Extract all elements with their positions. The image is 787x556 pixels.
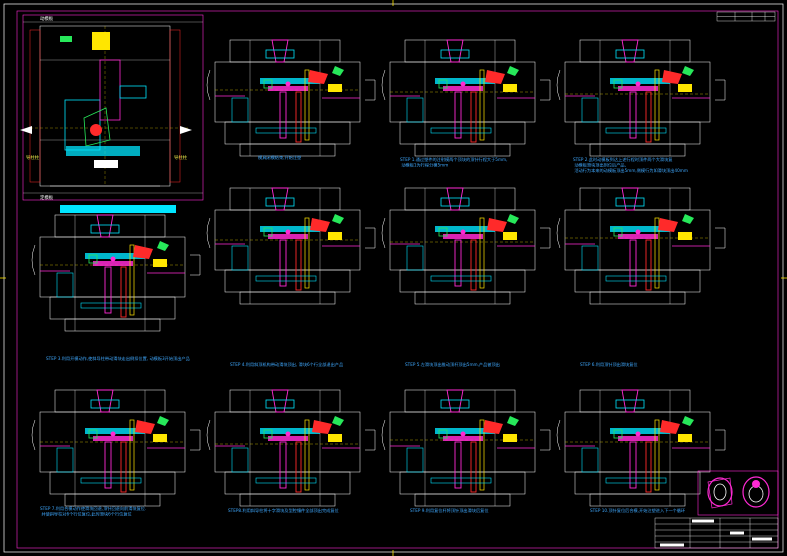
overview-bottom-label: 定模板 <box>40 194 54 201</box>
step-caption: STEP 3.利用开模动作,使斜导柱带动滑块走出倒扣位置, 动模板3开始顶出产品 <box>46 355 190 362</box>
overview-left-side-label: 导柱柱 <box>26 154 40 161</box>
part-3d-view-right <box>742 476 770 508</box>
mold-section-view <box>206 187 376 305</box>
top-title-strip <box>716 11 776 22</box>
inner-frame <box>16 10 779 549</box>
mold-section-view <box>206 39 376 157</box>
part-3d-view-left <box>707 477 733 509</box>
mold-section-view <box>381 39 551 157</box>
step-caption: STEP 5.左滑块顶出推动顶杆顶出5mm,产品被顶出 <box>405 361 500 368</box>
mold-section-view <box>556 39 726 157</box>
step-caption: STEP 6.利用顶针顶出滑块复位 <box>580 361 638 368</box>
overview-top-label: 动模板 <box>40 15 54 22</box>
mold-section-view <box>206 389 376 507</box>
step-caption: STEP 4.利用斜顶机构带动滑块顶出, 滑块6个行全部退出产品 <box>230 361 343 368</box>
step-caption: STEP 1.通过塑件的注射模两个顶块的顶针行程大于5mm, 动模板1为行程分模… <box>400 156 507 169</box>
title-block <box>654 517 779 549</box>
mold-section-view <box>381 389 551 507</box>
mold-section-view <box>381 187 551 305</box>
mold-section-view <box>556 389 726 507</box>
step-captions: 模具闭模结束,开始注塑 STEP 1.通过塑件的注射模两个顶块的顶针行程大于5m… <box>40 154 688 518</box>
step-caption: STEP8.利用斜导柱将十字滑块及型腔镶件全部顶出完成复位 <box>228 507 339 514</box>
step-caption: STEP 7.利用合模动作使滑块回退,顶针回退向前滑块复位. 并使斜导柱对6个行… <box>40 505 146 518</box>
overview-section-bar <box>60 205 176 213</box>
mold-section-view <box>31 214 201 332</box>
overview-panel: 动模板 定模板 导柱柱 导柱柱 <box>20 14 204 201</box>
mold-section-view <box>31 389 201 507</box>
mold-section-view <box>556 187 726 305</box>
step-caption: STEP 9.利用复位杆将顶针顶出滑块后复位 <box>410 507 489 514</box>
step-caption: STEP 10.顶针复位后合模,开始注塑进入下一个循环 <box>590 507 685 514</box>
step-caption: STEP 2.此时动模板到达上述行程时顶件两个大滑块复 动模板滑块顶出到位后产品… <box>573 156 688 174</box>
step-caption: 模具闭模结束,开始注塑 <box>258 154 301 161</box>
overview-right-side-label: 导柱柱 <box>174 154 188 161</box>
part-3d-views <box>697 470 779 516</box>
